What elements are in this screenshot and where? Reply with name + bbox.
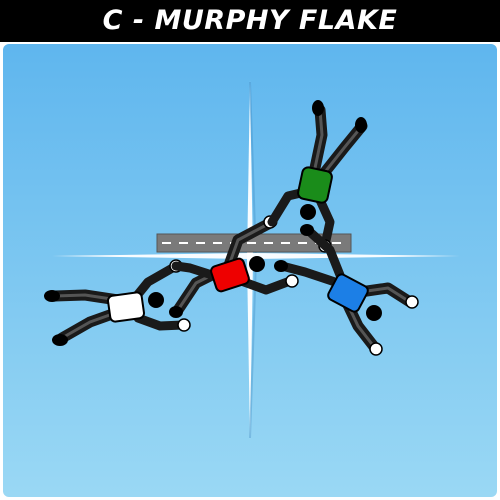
jumper-blue-torso [327,273,369,313]
formation-title: C - MURPHY FLAKE [102,5,398,36]
jumper-red-torso [210,257,250,293]
sky-scene [3,44,497,497]
formation-diagram [3,44,497,497]
horizontal-axis-line [52,253,460,259]
vertical-axis-line [247,80,253,440]
jumper-green-torso [297,166,333,204]
jumper-white-torso [107,291,145,323]
jumper-white [44,259,191,346]
title-bar: C - MURPHY FLAKE [0,0,500,42]
jumper-blue [274,224,419,356]
